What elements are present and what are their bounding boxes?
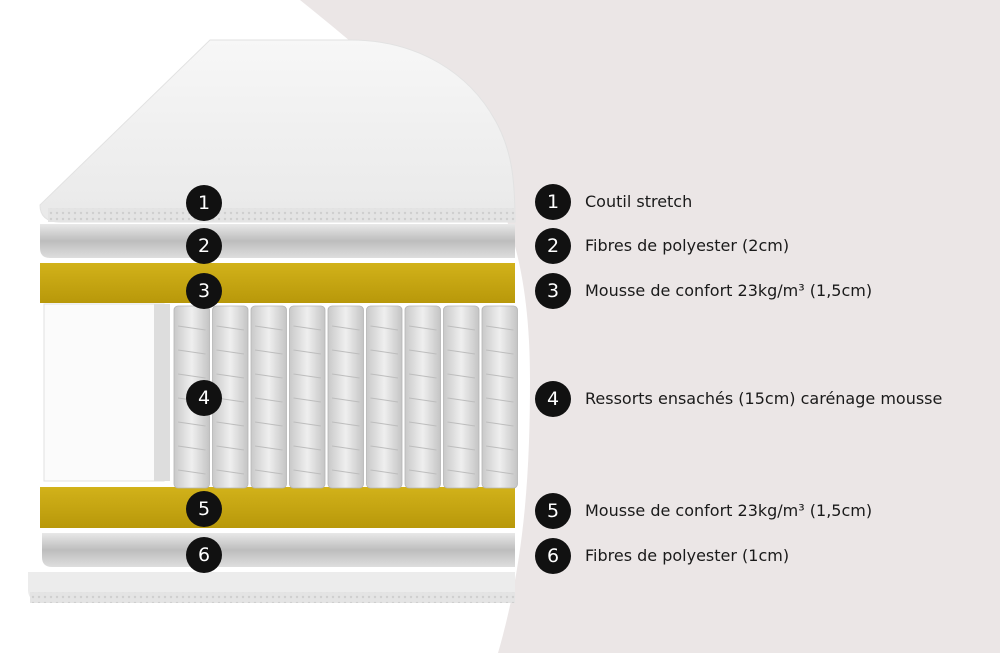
spring-stitch (447, 397, 476, 403)
spring-stitch (216, 325, 245, 331)
layer-4-casing-edge (154, 304, 170, 481)
layer-4-foam-casing (43, 303, 165, 482)
spring-stitch (370, 445, 399, 451)
legend-badge-2: 2 (535, 228, 571, 264)
spring-pocket (250, 305, 287, 489)
spring-pocket (443, 305, 480, 489)
layer-4-springs (173, 305, 518, 489)
spring-stitch (331, 349, 360, 355)
spring-stitch (408, 373, 437, 379)
spring-stitch (331, 373, 360, 379)
background-panel (300, 0, 1000, 653)
layer-2-fiber (40, 224, 515, 258)
diagram-badge-3: 3 (186, 273, 222, 309)
diagram-badge-6: 6 (186, 537, 222, 573)
spring-stitch (447, 373, 476, 379)
spring-stitch (177, 373, 206, 379)
spring-stitch (177, 421, 206, 427)
spring-stitch (447, 469, 476, 475)
spring-stitch (370, 349, 399, 355)
spring-stitch (408, 469, 437, 475)
spring-stitch (254, 325, 283, 331)
spring-stitch (254, 469, 283, 475)
legend-label-5: Mousse de confort 23kg/m³ (1,5cm) (585, 501, 873, 520)
legend-badge-4: 4 (535, 381, 571, 417)
spring-stitch (485, 469, 514, 475)
spring-stitch (370, 421, 399, 427)
spring-stitch (216, 469, 245, 475)
spring-stitch (254, 445, 283, 451)
spring-stitch (485, 445, 514, 451)
diagram-badge-2: 2 (186, 228, 222, 264)
legend-badge-5: 5 (535, 493, 571, 529)
spring-stitch (485, 373, 514, 379)
spring-stitch (177, 445, 206, 451)
spring-pocket (481, 305, 518, 489)
legend-label-1: Coutil stretch (585, 192, 693, 211)
spring-stitch (370, 373, 399, 379)
spring-stitch (177, 469, 206, 475)
spring-stitch (293, 397, 322, 403)
spring-stitch (254, 397, 283, 403)
spring-stitch (447, 325, 476, 331)
spring-stitch (216, 445, 245, 451)
spring-stitch (485, 421, 514, 427)
spring-stitch (216, 349, 245, 355)
spring-stitch (408, 325, 437, 331)
layer-5-foam (40, 487, 515, 528)
legend-badge-3: 3 (535, 273, 571, 309)
spring-stitch (370, 397, 399, 403)
spring-pocket (327, 305, 364, 489)
spring-stitch (254, 421, 283, 427)
legend-label-3: Mousse de confort 23kg/m³ (1,5cm) (585, 281, 873, 300)
spring-stitch (408, 397, 437, 403)
spring-stitch (331, 325, 360, 331)
legend-label-4: Ressorts ensachés (15cm) carénage mousse (585, 389, 943, 408)
spring-pocket (366, 305, 403, 489)
top-fabric-edge (48, 208, 515, 222)
spring-stitch (177, 325, 206, 331)
spring-stitch (447, 421, 476, 427)
diagram-badge-1: 1 (186, 185, 222, 221)
spring-stitch (254, 373, 283, 379)
spring-stitch (216, 421, 245, 427)
spring-stitch (331, 421, 360, 427)
spring-pocket (289, 305, 326, 489)
spring-stitch (485, 349, 514, 355)
spring-stitch (485, 397, 514, 403)
layer-3-foam (40, 263, 515, 303)
legend-badge-6: 6 (535, 538, 571, 574)
spring-stitch (331, 469, 360, 475)
spring-pocket (404, 305, 441, 489)
spring-stitch (293, 349, 322, 355)
spring-stitch (370, 469, 399, 475)
spring-stitch (293, 445, 322, 451)
spring-stitch (408, 421, 437, 427)
spring-stitch (408, 349, 437, 355)
diagram-badge-5: 5 (186, 491, 222, 527)
spring-stitch (447, 349, 476, 355)
diagram-badge-4: 4 (186, 380, 222, 416)
spring-stitch (370, 325, 399, 331)
spring-stitch (447, 445, 476, 451)
layer-6-fiber (42, 533, 515, 567)
spring-stitch (293, 325, 322, 331)
spring-stitch (485, 325, 514, 331)
spring-stitch (177, 349, 206, 355)
layer-1-top-fabric (39, 39, 516, 223)
legend-badge-1: 1 (535, 184, 571, 220)
spring-stitch (293, 421, 322, 427)
spring-stitch (408, 445, 437, 451)
spring-stitch (293, 373, 322, 379)
spring-stitch (216, 373, 245, 379)
spring-stitch (331, 445, 360, 451)
legend-label-6: Fibres de polyester (1cm) (585, 546, 790, 565)
spring-stitch (254, 349, 283, 355)
legend-label-2: Fibres de polyester (2cm) (585, 236, 790, 255)
bottom-fabric-edge (30, 592, 515, 603)
spring-stitch (331, 397, 360, 403)
spring-stitch (293, 469, 322, 475)
